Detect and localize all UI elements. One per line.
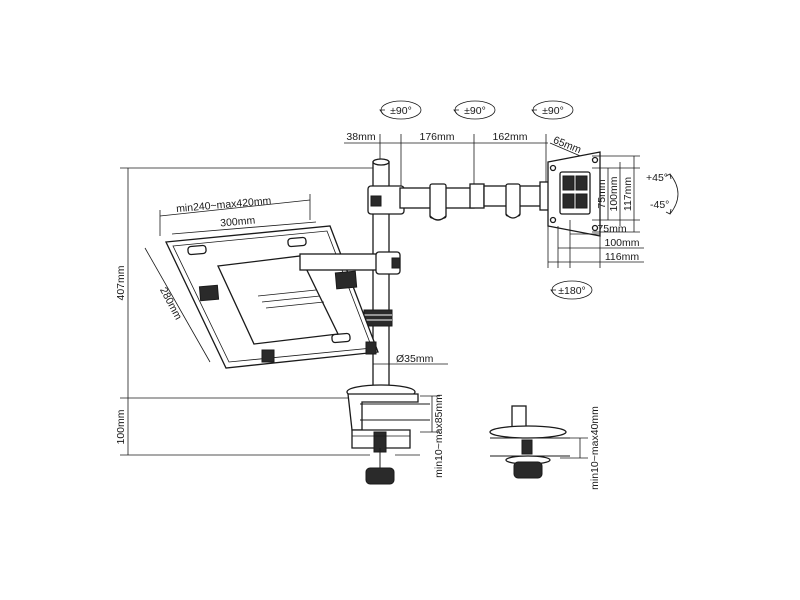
pole-height-dimension: 407mm 100mm [115, 167, 380, 456]
vesa-plate [547, 151, 601, 237]
tilt-down-label: -45° [650, 199, 669, 211]
dim-176-label: 176mm [419, 131, 454, 143]
monitor-arm [367, 181, 555, 221]
rotation-indicator-4: ±180° [550, 280, 593, 300]
pole-diameter-label: Ø35mm [396, 353, 434, 365]
vesa-116-horizontal: 116mm [605, 251, 639, 263]
pole-height-label: 407mm [115, 265, 127, 300]
tray-depth-label: 280mm [157, 285, 184, 322]
vesa-100-vertical: 100mm [608, 176, 620, 211]
tilt-up-label: +45° [646, 172, 668, 184]
rotation-label-1: ±90° [390, 105, 412, 117]
pole-diameter-dimension: Ø35mm [373, 353, 448, 365]
vesa-75-horizontal: 75mm [597, 223, 626, 235]
vesa-75-vertical: 75mm [596, 179, 608, 208]
dim-65-label: 65mm [551, 134, 583, 156]
dim-162-label: 162mm [492, 131, 527, 143]
clamp-range-label: min10~max85mm [433, 394, 445, 478]
clamp-range-dimension: min10~max85mm [420, 394, 445, 478]
tray-width-range-label: min240~max420mm [176, 195, 272, 215]
rotation-indicator-3: ±90° [531, 100, 574, 120]
rotation-indicator-2: ±90° [453, 100, 496, 120]
rotation-label-4: ±180° [558, 285, 585, 297]
vesa-117-vertical: 117mm [622, 177, 634, 211]
tray-width-label: 300mm [220, 214, 256, 229]
laptop-tray [165, 225, 401, 369]
rotation-label-2: ±90° [464, 105, 486, 117]
base-height-label: 100mm [115, 409, 127, 444]
grommet-mount [489, 405, 570, 479]
rotation-label-3: ±90° [542, 105, 564, 117]
dim-38-label: 38mm [346, 131, 375, 143]
pole [363, 158, 393, 399]
rotation-indicator-1: ±90° [379, 100, 422, 120]
desk-clamp [346, 384, 430, 485]
grommet-range-dimension: min10~max40mm [560, 406, 601, 490]
vesa-dimensions: 75mm 100mm 117mm 75mm 100mm 116mm [547, 155, 644, 268]
grommet-range-label: min10~max40mm [589, 406, 601, 490]
tilt-indicator: +45° -45° [646, 172, 679, 215]
vesa-100-horizontal: 100mm [604, 237, 639, 249]
